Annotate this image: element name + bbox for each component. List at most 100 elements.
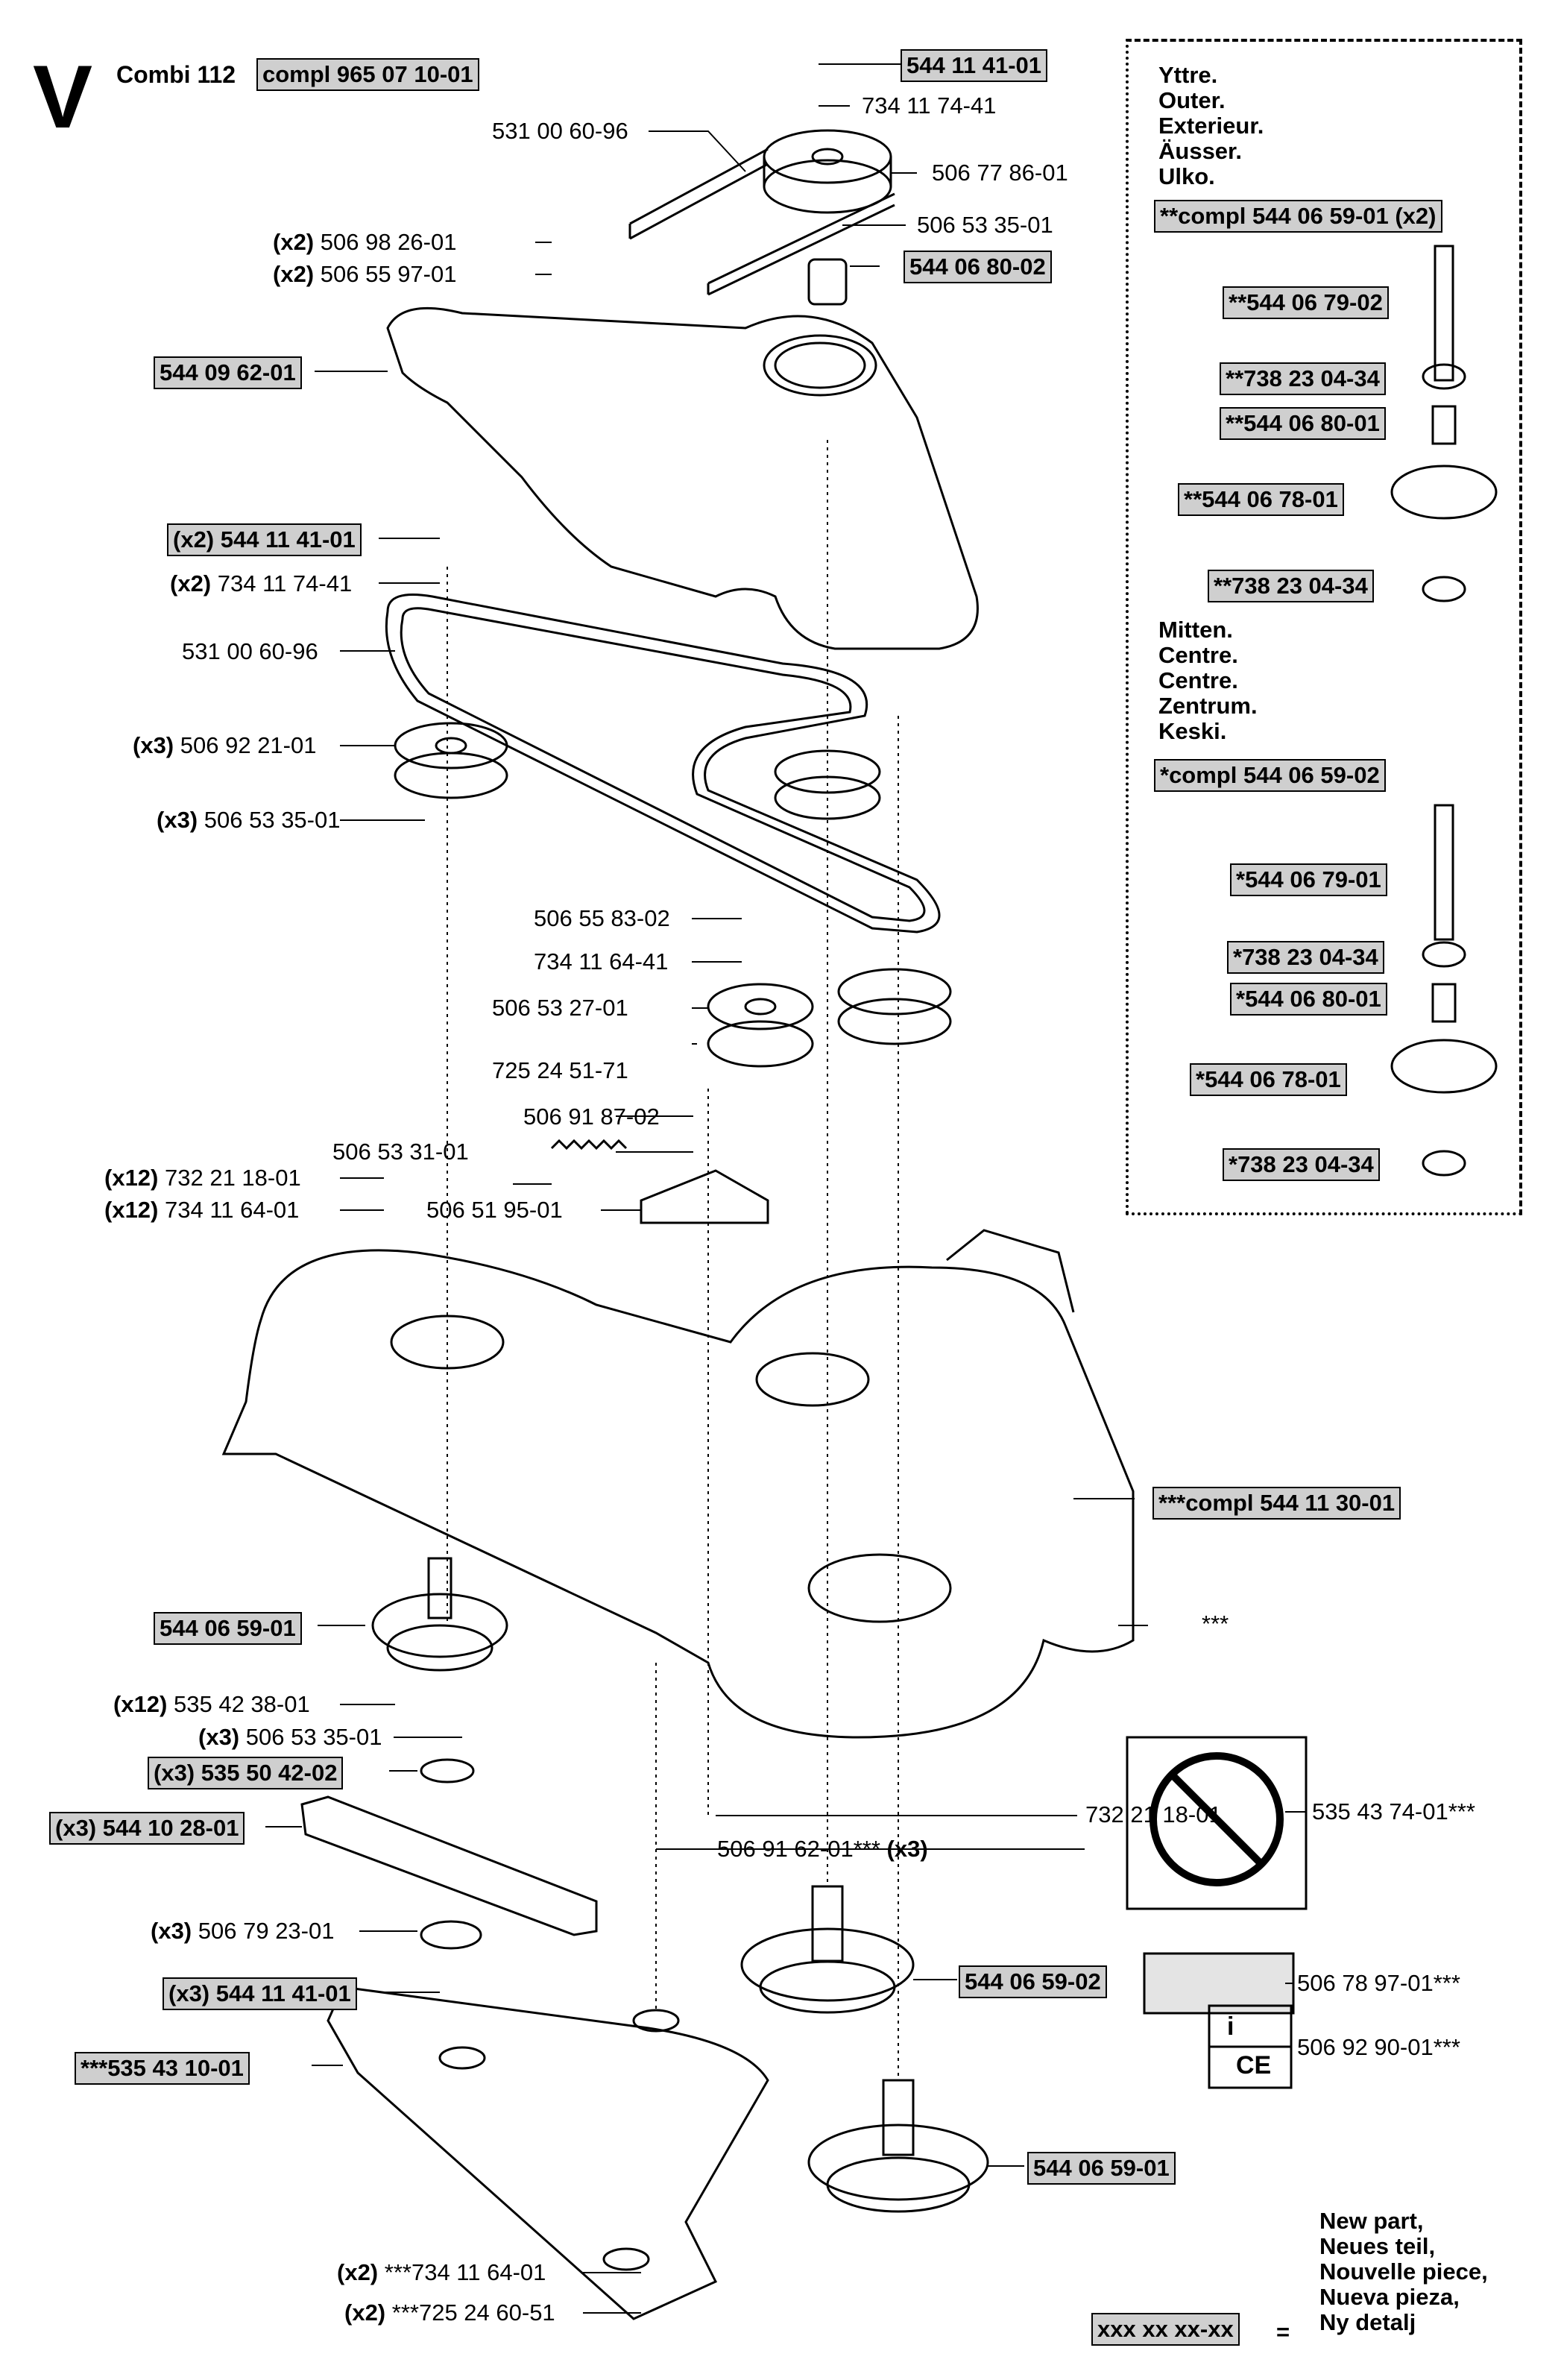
spacer [807, 258, 848, 306]
inset-center-compl: *compl 544 06 59-02 [1154, 759, 1386, 792]
qty: (x2) [273, 261, 315, 287]
inset-outer-part: **738 23 04-34 [1220, 362, 1386, 395]
part-label: 531 00 60-96 [492, 118, 628, 144]
warning-sticker [1126, 1736, 1308, 1910]
part-label: ***compl 544 11 30-01 [1152, 1487, 1401, 1520]
part-number: 732 21 18-01 [165, 1165, 301, 1191]
inset-center-part: *544 06 80-01 [1230, 983, 1387, 1016]
part-label: ***535 43 10-01 [75, 2052, 250, 2085]
part-label: 506 51 95-01 [426, 1197, 563, 1223]
part-number: 506 53 35-01 [245, 1724, 382, 1750]
model-name: Combi 112 [116, 61, 236, 88]
deck-hub-left [390, 1315, 505, 1370]
part-label: 506 55 83-02 [534, 905, 670, 931]
legend-line: Nueva pieza, [1319, 2284, 1460, 2310]
inset-center-heading: Mitten. Centre. Centre. Zentrum. Keski. [1158, 617, 1258, 744]
inset-bearing-center-a [1422, 941, 1466, 968]
part-number: ***734 11 64-01 [384, 2259, 546, 2285]
inset-center-part: *544 06 78-01 [1190, 1063, 1347, 1096]
inset-outer-part: **544 06 79-02 [1223, 286, 1389, 319]
part-label-row: (x3) 506 79 23-01 [151, 1918, 334, 1945]
part-label: (x3) 544 10 28-01 [49, 1812, 245, 1845]
inset-center-part: *544 06 79-01 [1230, 863, 1387, 896]
idler-pulley-left [394, 722, 508, 769]
deck-guard [946, 1229, 1075, 1313]
part-label: 506 92 90-01*** [1297, 2034, 1460, 2060]
inset-outer-line: Äusser. [1158, 138, 1243, 164]
part-label: 725 24 51-71 [492, 1057, 628, 1083]
part-label: 544 11 41-01 [901, 49, 1048, 82]
part-label-row: (x2) 734 11 74-41 [170, 570, 352, 597]
inset-frame [1126, 39, 1522, 1215]
part-label: 535 43 74-01*** [1312, 1798, 1475, 1825]
tension-pulley [707, 983, 814, 1030]
inset-bushing-outer [1431, 405, 1457, 445]
inset-center-line: Zentrum. [1158, 693, 1258, 719]
part-label-row: 506 91 62-01*** (x3) [717, 1836, 928, 1863]
info-icon: i [1227, 2012, 1234, 2041]
qty: (x12) [104, 1197, 159, 1223]
upper-belt [628, 148, 895, 296]
inset-bearing-center-b [1422, 1150, 1466, 1177]
part-label: 544 06 59-01 [154, 1612, 302, 1645]
part-number: 506 98 26-01 [320, 229, 457, 255]
part-label: 531 00 60-96 [182, 638, 318, 664]
legend-text: New part, Neues teil, Nouvelle piece, Nu… [1319, 2209, 1488, 2335]
legend-equals: = [1276, 2319, 1290, 2345]
inset-housing-center [1390, 1039, 1498, 1094]
part-label: 732 21 18-01 [1085, 1801, 1222, 1828]
tension-arm [640, 1169, 769, 1224]
part-label-row: (x12) 535 42 38-01 [113, 1691, 310, 1718]
tension-spring [550, 1139, 628, 1150]
inset-center-line: Centre. [1158, 667, 1238, 693]
part-label-row: (x3) 506 92 21-01 [133, 732, 316, 759]
inset-center-part: *738 23 04-34 [1223, 1148, 1380, 1181]
compl-box: compl 965 07 10-01 [256, 58, 479, 91]
inset-bushing-center [1431, 983, 1457, 1023]
qty: (x3) [133, 732, 174, 758]
qty: (x2) [273, 229, 315, 255]
inset-center-part: *738 23 04-34 [1227, 941, 1384, 974]
part-number: 535 42 38-01 [174, 1691, 310, 1717]
inset-outer-line: Ulko. [1158, 163, 1215, 189]
qty: (x2) [170, 570, 212, 596]
part-label: 544 06 80-02 [904, 251, 1052, 283]
belt-cover [386, 306, 979, 650]
inset-center-line: Centre. [1158, 642, 1238, 668]
inset-outer-line: Exterieur. [1158, 113, 1264, 139]
inset-outer-compl: **compl 544 06 59-01 (x2) [1154, 200, 1442, 233]
inset-bearing-outer-b [1422, 576, 1466, 602]
part-label-row: (x12) 732 21 18-01 [104, 1165, 301, 1191]
deck-hub-center [755, 1352, 870, 1407]
blade-spacer [420, 1758, 475, 1784]
legend-line: New part, [1319, 2208, 1424, 2234]
part-label: 734 11 64-41 [534, 948, 669, 975]
inset-outer-part: **544 06 78-01 [1178, 483, 1344, 516]
part-label: 506 53 31-01 [332, 1139, 469, 1165]
inset-housing-outer [1390, 465, 1498, 520]
blade-washer [420, 1920, 482, 1950]
part-number: 734 11 74-41 [217, 570, 353, 596]
part-label-row: (x12) 734 11 64-01 [104, 1197, 299, 1224]
part-label: 544 09 62-01 [154, 356, 302, 389]
inset-center-line: Keski. [1158, 718, 1227, 744]
bottom-guard-plate [327, 1986, 769, 2320]
legend-box: xxx xx xx-xx [1091, 2313, 1240, 2346]
cover-opening [763, 334, 877, 397]
part-number: 506 91 62-01*** [717, 1836, 880, 1862]
part-label-row: (x2) 506 98 26-01 [273, 229, 456, 256]
part-label: 544 06 59-02 [959, 1965, 1107, 1998]
inset-outer-part: **544 06 80-01 [1220, 407, 1386, 440]
inset-outer-line: Yttre. [1158, 62, 1218, 88]
mower-blade [300, 1795, 598, 1936]
qty: (x3) [198, 1724, 240, 1750]
part-label-row: (x2) ***725 24 60-51 [344, 2299, 555, 2326]
part-number: 506 53 35-01 [204, 807, 341, 833]
spindle-left [371, 1557, 508, 1672]
qty: (x3) [886, 1836, 928, 1862]
part-number: 506 92 21-01 [180, 732, 317, 758]
part-label: 506 53 35-01 [917, 212, 1053, 238]
part-number: ***725 24 60-51 [391, 2299, 555, 2326]
part-label: *** [1202, 1611, 1229, 1637]
